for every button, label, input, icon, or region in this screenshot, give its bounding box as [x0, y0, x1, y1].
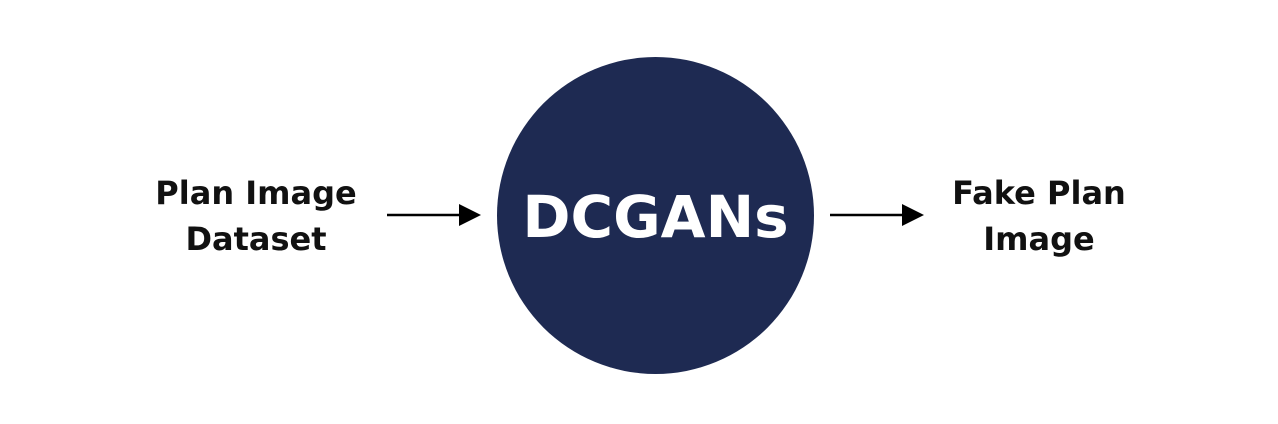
output-arrow	[830, 204, 924, 226]
input-arrow-head	[459, 204, 481, 226]
input-arrow	[387, 204, 481, 226]
dcgans-node-label: DCGANs	[522, 182, 789, 251]
input-label-line-2: Dataset	[185, 220, 327, 258]
output-fake-image-label: Fake Plan Image	[915, 170, 1163, 262]
output-label-line-2: Image	[983, 220, 1095, 258]
input-dataset-label: Plan Image Dataset	[130, 170, 382, 262]
output-label-line-1: Fake Plan	[952, 174, 1126, 212]
output-arrow-head	[902, 204, 924, 226]
input-label-line-1: Plan Image	[155, 174, 357, 212]
dcgans-node: DCGANs	[497, 57, 814, 374]
